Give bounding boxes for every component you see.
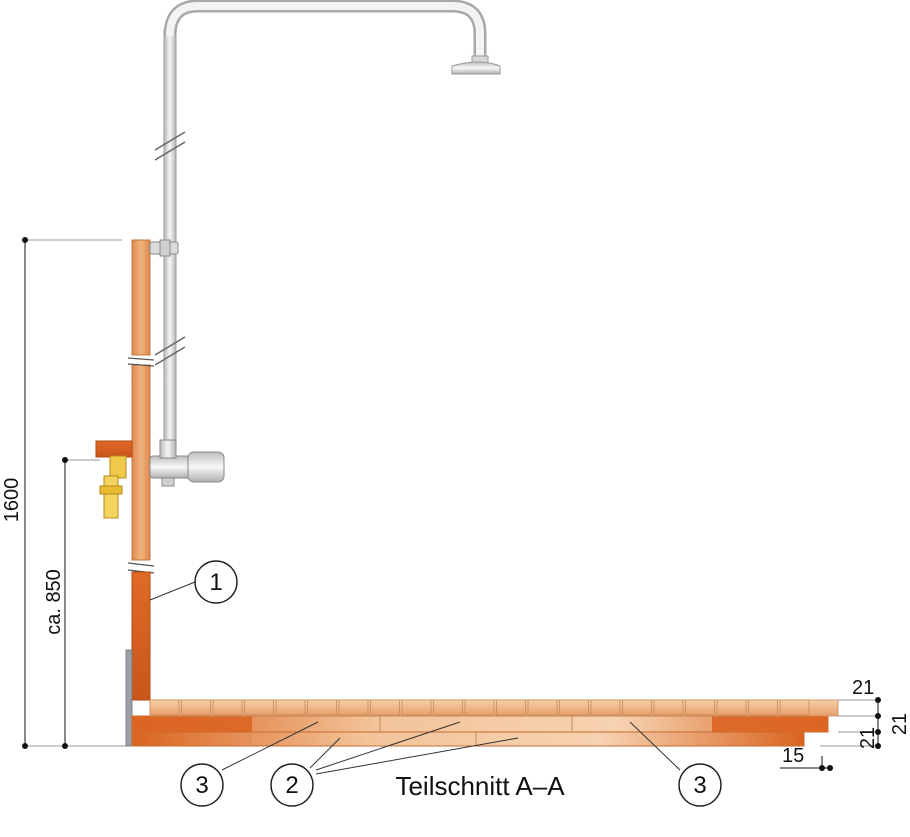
floor-tile <box>433 699 463 716</box>
floor-tile <box>496 699 526 716</box>
pipe-wall-bracket <box>149 239 179 257</box>
callout-2: 2 <box>270 763 314 807</box>
floor-tile <box>779 699 810 716</box>
floor-tile <box>527 699 558 716</box>
floor-tile <box>370 699 400 716</box>
floor-tiles <box>149 699 839 717</box>
callout-3-left: 3 <box>180 763 224 807</box>
section-caption: Teilschnitt A–A <box>395 771 565 801</box>
callout-3-left-label: 3 <box>195 772 208 799</box>
callout-3-right: 3 <box>678 763 722 807</box>
floor-tile <box>464 699 495 716</box>
floor-tile <box>275 699 306 716</box>
callout-3-right-label: 3 <box>693 772 706 799</box>
shower-head <box>451 55 501 75</box>
floor-tile <box>685 699 715 716</box>
floor-tile <box>149 699 180 716</box>
shower-riser-pipe <box>154 0 487 451</box>
dim-label-1600: 1600 <box>1 478 23 523</box>
dimension-dots <box>22 237 881 771</box>
callout-1: 1 <box>194 560 238 604</box>
wall-sealing-layer <box>125 571 151 747</box>
floor-tile <box>401 699 432 716</box>
mixer-valve <box>95 439 225 519</box>
floor-tile <box>653 699 684 716</box>
floor-tile <box>338 699 369 716</box>
callout-2-label: 2 <box>285 772 298 799</box>
floor-tile <box>748 699 778 716</box>
dim-label-21-a: 21 <box>852 677 874 699</box>
floor-tile <box>559 699 589 716</box>
floor-tile <box>212 699 243 716</box>
callout-1-label: 1 <box>209 569 222 596</box>
floor-tile <box>244 699 274 716</box>
floor-tile <box>622 699 652 716</box>
dim-label-850: ca. 850 <box>43 569 65 635</box>
dim-label-21-c: 21 <box>857 727 879 749</box>
floor-tile <box>307 699 337 716</box>
dim-label-15: 15 <box>782 745 804 767</box>
floor-tile <box>181 699 211 716</box>
dimension-lines <box>24 239 879 769</box>
dim-label-21-b: 21 <box>889 713 910 735</box>
floor-tile <box>590 699 621 716</box>
wall-panel-upper <box>131 239 151 561</box>
callout-leaders <box>149 581 681 775</box>
floor-layers <box>131 715 829 747</box>
floor-tile <box>716 699 747 716</box>
